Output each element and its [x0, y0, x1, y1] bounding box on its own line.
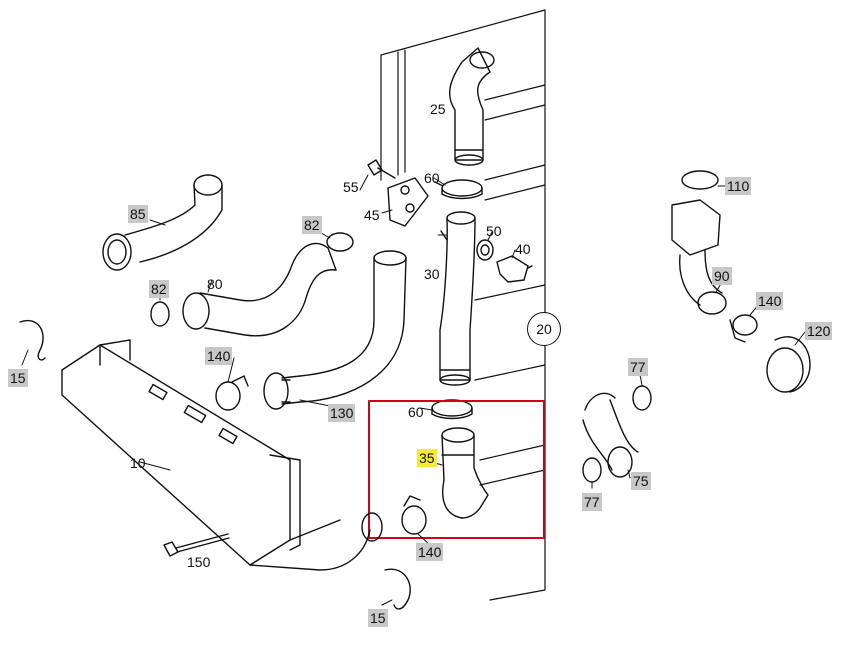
clamp-140-left: [216, 376, 248, 410]
bolt-55: [368, 160, 395, 178]
o-ring-77-upper: [633, 386, 651, 410]
label-82-right: 82: [302, 216, 322, 234]
hose-80: [183, 243, 336, 335]
label-85: 85: [128, 205, 148, 223]
o-ring-77-lower: [583, 458, 601, 482]
label-82-left: 82: [149, 280, 169, 298]
label-15-bottom: 15: [368, 609, 388, 627]
sensor-40: [497, 256, 532, 282]
label-50: 50: [486, 223, 502, 239]
label-60-upper: 60: [424, 170, 440, 186]
label-15-left: 15: [8, 369, 28, 387]
label-90: 90: [712, 267, 732, 285]
leader-lines: [22, 175, 805, 605]
spring-clip-15-bottom: [385, 569, 410, 609]
clamp-60-upper: [435, 180, 482, 199]
label-140-left: 140: [205, 347, 233, 365]
label-20: 20: [527, 312, 561, 346]
label-75: 75: [631, 472, 651, 490]
clamp-60-lower: [432, 400, 472, 419]
washer-50: [477, 240, 493, 260]
o-ring-82-left: [151, 302, 169, 326]
label-25: 25: [430, 101, 446, 117]
clamp-140-lower: [402, 496, 426, 534]
hose-75: [583, 393, 638, 477]
bolt-150: [164, 534, 229, 556]
label-77-lower: 77: [582, 493, 602, 511]
label-30: 30: [424, 266, 440, 282]
label-60-lower: 60: [408, 404, 424, 420]
label-45: 45: [364, 207, 380, 223]
pipe-30: [440, 212, 475, 385]
spring-clip-15-left: [20, 321, 45, 360]
pipe-130: [264, 251, 406, 409]
engine-panel-outline: [381, 10, 545, 600]
o-ring-82-right: [327, 233, 353, 251]
label-140-right: 140: [756, 292, 784, 310]
label-40: 40: [515, 241, 531, 257]
label-150: 150: [187, 554, 211, 570]
label-35-highlighted: 35: [417, 449, 437, 467]
hose-85: [103, 175, 222, 270]
hose-90: [672, 200, 726, 314]
label-140-lower: 140: [416, 543, 444, 561]
label-110: 110: [725, 177, 752, 195]
clamp-140-right: [730, 315, 757, 342]
label-55: 55: [343, 179, 359, 195]
selection-box: [369, 401, 544, 538]
hose-25: [450, 48, 494, 165]
label-77-upper: 77: [628, 358, 648, 376]
label-10: 10: [130, 455, 146, 471]
intercooler-10: [62, 340, 382, 570]
elbow-35: [442, 428, 488, 518]
label-80: 80: [207, 276, 223, 292]
end-cap-120: [767, 337, 810, 392]
label-130: 130: [328, 404, 356, 422]
label-120: 120: [805, 322, 833, 340]
flange-45: [388, 178, 428, 226]
o-ring-110: [682, 171, 718, 189]
